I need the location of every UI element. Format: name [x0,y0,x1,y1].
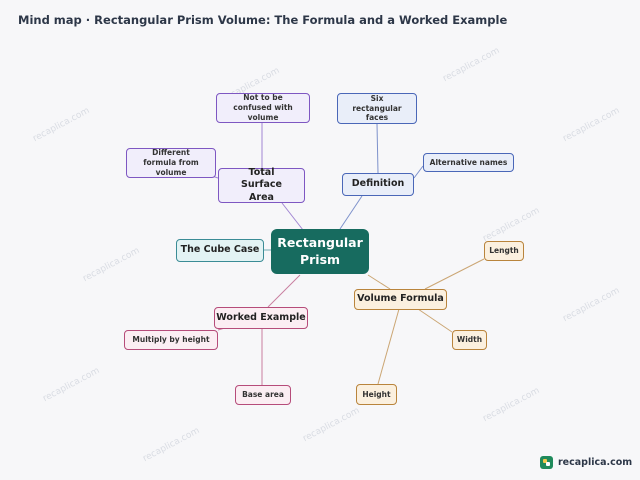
recaplica-logo-icon [540,456,553,469]
node-worked-example[interactable]: Worked Example [214,307,308,329]
node-base-area[interactable]: Base area [235,385,291,405]
node-height[interactable]: Height [356,384,397,405]
logo-text: recaplica.com [558,457,633,468]
node-not-confused-with-volume[interactable]: Not to be confused with volume [216,93,310,123]
page-title: Mind map · Rectangular Prism Volume: The… [18,13,508,27]
node-multiply-by-height[interactable]: Multiply by height [124,330,218,350]
node-cube-case[interactable]: The Cube Case [176,239,264,262]
node-total-surface-area[interactable]: Total Surface Area [218,167,305,203]
node-definition[interactable]: Definition [342,173,414,196]
node-alternative-names[interactable]: Alternative names [423,153,514,172]
node-length[interactable]: Length [484,241,524,261]
node-six-rectangular-faces[interactable]: Six rectangular faces [337,93,417,124]
node-volume-formula[interactable]: Volume Formula [354,289,447,310]
node-different-formula[interactable]: Different formula from volume [126,148,216,178]
recaplica-logo[interactable]: recaplica.com [540,456,632,469]
node-width[interactable]: Width [452,330,487,350]
center-node[interactable]: Rectangular Prism [271,229,369,274]
